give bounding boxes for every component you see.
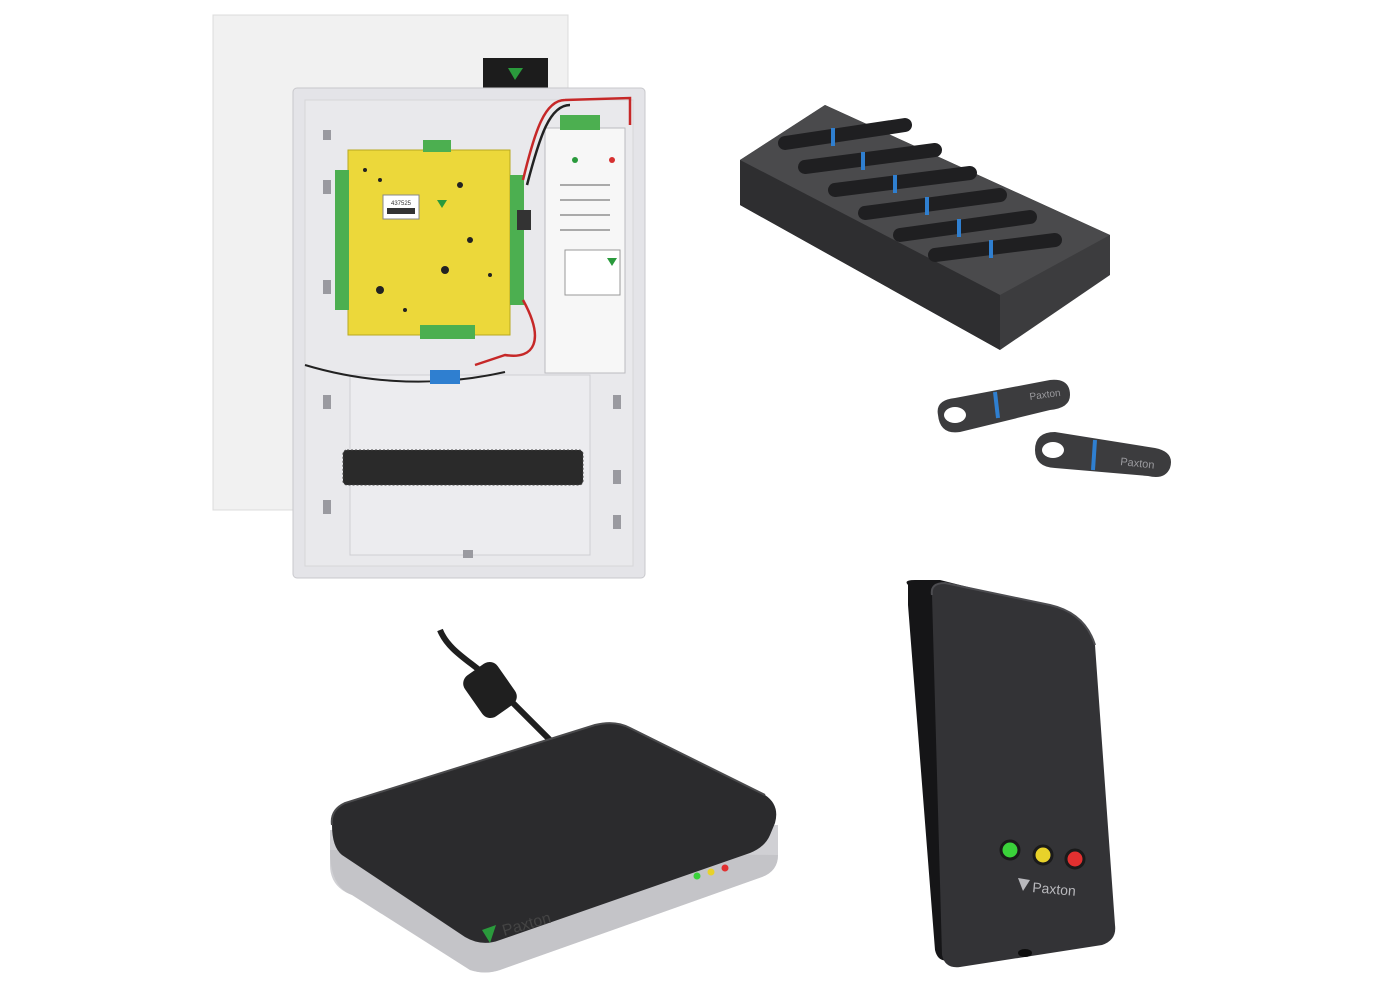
black-wire	[525, 103, 571, 186]
pcb-logo-icon	[437, 200, 447, 208]
keyfob-tray	[735, 95, 1115, 355]
reader-led-green	[693, 872, 701, 880]
wall-reader-image: Paxton	[906, 580, 1116, 968]
controller-enclosure-image: 437525	[212, 14, 646, 579]
pcb-terminal-top	[423, 140, 451, 152]
pcb-sticker-code: 437525	[391, 201, 412, 207]
reader-led-red	[721, 864, 729, 872]
keyfob-pair-image: Paxton Paxton	[937, 379, 1171, 477]
screw-hole	[1018, 949, 1032, 957]
battery-strap	[343, 450, 583, 485]
controller-enclosure: 437525	[205, 10, 655, 585]
wall-reader-brand: Paxton	[1032, 879, 1077, 899]
red-wire	[521, 96, 632, 181]
reader-led-yellow	[707, 868, 715, 876]
wall-reader-led-yellow	[1032, 844, 1054, 866]
ferrite-bead	[463, 661, 517, 719]
desktop-reader: Paxton	[330, 625, 780, 975]
pcb-terminal-left	[335, 170, 349, 310]
ferrite-core	[517, 210, 531, 230]
wall-reader: Paxton	[900, 575, 1125, 975]
keyfob-2: Paxton	[1035, 432, 1171, 477]
pcb-terminal-bottom	[420, 325, 475, 339]
wall-reader-led-green	[999, 839, 1021, 861]
keyfob-1: Paxton	[937, 379, 1070, 433]
wall-reader-logo-icon	[1018, 878, 1030, 891]
wall-reader-led-red	[1064, 848, 1086, 870]
connector-blue	[430, 370, 460, 384]
tray-fobs	[778, 118, 1062, 262]
keyfob-1-brand: Paxton	[1029, 388, 1061, 403]
keyfob-tray-image	[740, 105, 1110, 350]
pcb-sticker	[382, 194, 420, 220]
lid-logo-icon	[508, 68, 523, 80]
desktop-reader-image: Paxton	[330, 628, 778, 973]
pcb-board	[347, 149, 511, 336]
reader-logo-icon	[482, 925, 496, 943]
pcb-terminal-right	[510, 175, 524, 305]
keyfob-2-brand: Paxton	[1120, 456, 1155, 472]
keyfob-pair: Paxton Paxton	[930, 370, 1180, 490]
reader-top	[331, 723, 777, 943]
reader-front-face	[931, 583, 1116, 968]
psu-label	[564, 249, 621, 296]
